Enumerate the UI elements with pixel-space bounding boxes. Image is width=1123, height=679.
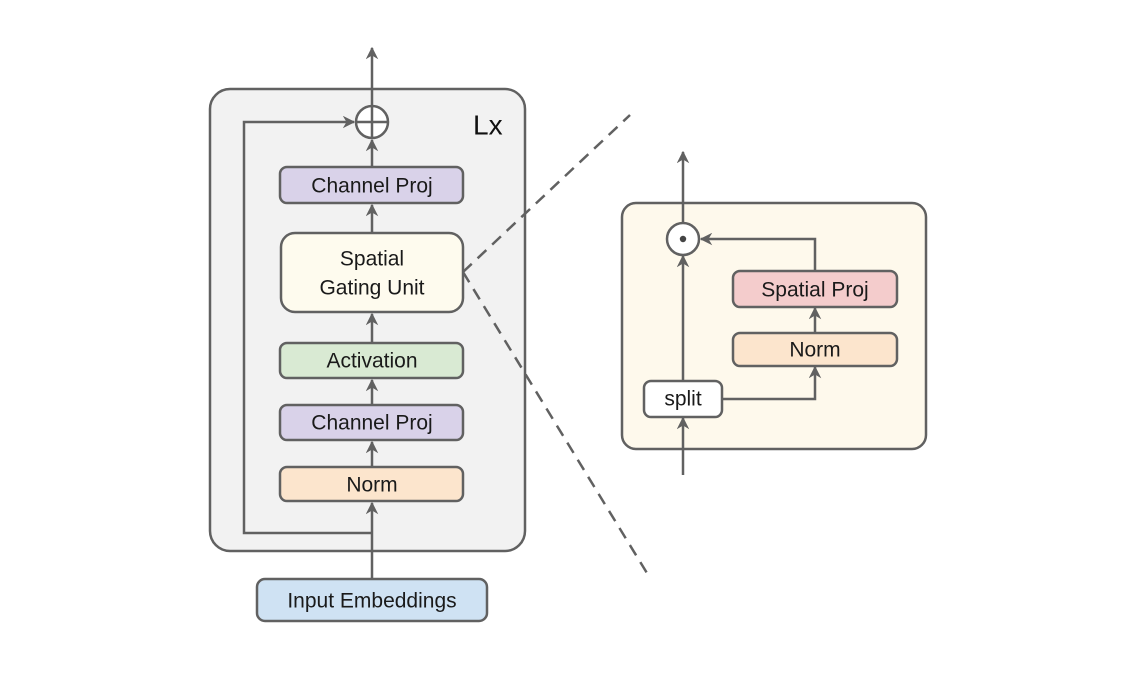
channel-proj-top-label: Channel Proj [311,175,432,198]
channel-proj-bottom-label: Channel Proj [311,412,432,435]
activation-box: Activation [278,341,465,380]
spatial-proj-box: Spatial Proj [731,269,899,309]
zoom-guide-upper [462,114,631,273]
input-embeddings-box: Input Embeddings [255,577,489,623]
input-embeddings-label: Input Embeddings [287,590,456,613]
sgu-spatialproj-to-multiply-arrow [699,232,817,271]
channel-proj-bottom-box: Channel Proj [278,403,465,442]
sgu-norm-box: Norm [731,331,899,368]
spatial-proj-label: Spatial Proj [761,279,868,302]
sgu-label-line1: Spatial [340,248,404,271]
residual-connection [242,115,372,535]
norm-box: Norm [278,465,465,503]
split-label: split [664,388,702,411]
add-icon [354,104,390,140]
activation-label: Activation [326,350,417,373]
sgu-norm-label: Norm [789,339,840,362]
repeat-label: Lx [473,110,503,141]
sgu-label-line2: Gating Unit [319,277,424,300]
norm-label: Norm [346,474,397,497]
sgu-split-to-norm-arrow [722,365,822,401]
multiply-icon [665,221,701,257]
split-box: split [642,379,724,419]
channel-proj-top-box: Channel Proj [278,165,465,205]
spatial-gating-unit-box: Spatial Gating Unit [279,231,465,314]
